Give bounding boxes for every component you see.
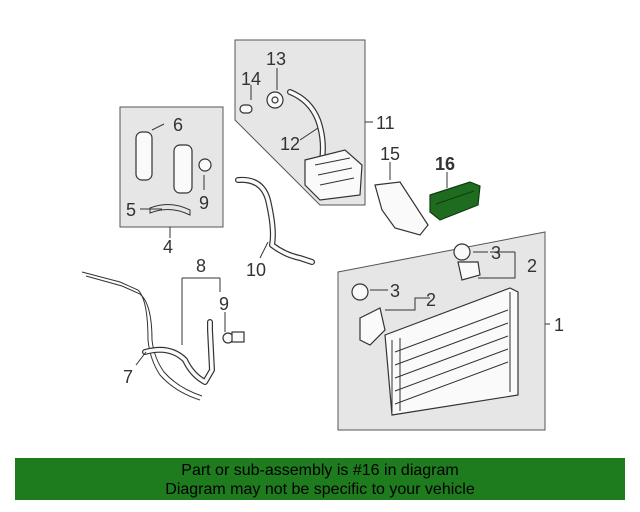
callout-16: 16: [435, 154, 455, 174]
callout-6: 6: [173, 115, 183, 135]
banner-line-1: Part or sub-assembly is #16 in diagram: [181, 462, 459, 479]
callout-10: 10: [246, 260, 266, 280]
callout-2-lower: 2: [426, 290, 436, 310]
callout-14: 14: [241, 69, 261, 89]
callout-9-line: 9: [219, 294, 229, 314]
callout-15: 15: [380, 144, 400, 164]
callout-8: 8: [196, 256, 206, 276]
callout-3-upper: 3: [491, 243, 501, 263]
callout-11: 11: [376, 113, 395, 133]
leader-lines: [135, 68, 550, 366]
condenser-part: [351, 243, 519, 416]
highlighted-part-16: [429, 181, 481, 221]
callout-9-accumulator: 9: [199, 193, 209, 213]
callout-7: 7: [123, 367, 133, 387]
callout-1: 1: [554, 315, 564, 335]
info-banner: Part or sub-assembly is #16 in diagram D…: [15, 458, 625, 500]
callout-4: 4: [163, 237, 173, 257]
callout-2-upper: 2: [527, 256, 537, 276]
banner-line-2: Diagram may not be specific to your vehi…: [165, 481, 475, 498]
callout-5: 5: [126, 200, 136, 220]
compressor-part: [239, 89, 363, 201]
callout-13: 13: [266, 49, 286, 69]
callout-12: 12: [280, 134, 300, 154]
bracket-part: [374, 181, 429, 236]
liquid-line-assembly: [81, 271, 245, 401]
callout-3-lower: 3: [390, 281, 400, 301]
parts-diagram: 13 14 12 11 15 16 6 9 5 4 10 8 9 7 3 2 3…: [81, 39, 564, 431]
accumulator-part: [135, 131, 212, 216]
hose-assembly: [235, 176, 315, 265]
